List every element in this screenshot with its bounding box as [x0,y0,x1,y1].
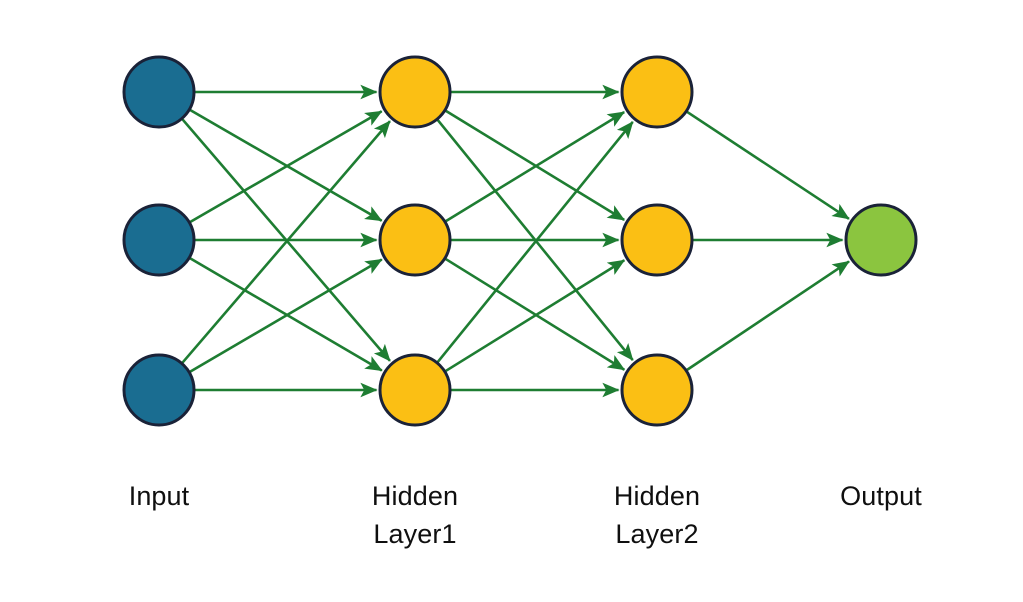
connection-edge [188,256,383,372]
edges-group [181,84,850,398]
connection-edge [444,109,626,222]
connection-edge [685,110,850,220]
connection-edge [189,110,383,224]
layer-label-line: Hidden [372,481,458,511]
neuron-node-h2_1[interactable] [620,55,694,129]
neuron-node-h1_3[interactable] [378,353,452,427]
layer-label-line: Hidden [614,481,700,511]
connection-edge [188,258,383,374]
neuron-node-i3[interactable] [122,353,196,427]
neuron-node-i2[interactable] [122,203,196,277]
neuron-node-h1_1[interactable] [378,55,452,129]
connection-edge [444,259,626,373]
neuron-node-h1_2[interactable] [378,203,452,277]
neuron-node-o1[interactable] [844,203,918,277]
layer-label-line: Layer1 [373,519,456,549]
connection-edge [181,120,391,364]
connection-edge [444,110,626,223]
connection-edge [436,121,634,364]
layer-label-line: Output [840,481,922,511]
neuron-node-h2_3[interactable] [620,353,694,427]
layer-label-input: Input [129,481,190,511]
layer-label-line: Layer2 [615,519,698,549]
neuron-node-i1[interactable] [122,55,196,129]
layer-label-line: Input [129,481,190,511]
connection-edge [685,260,850,372]
connection-edge [444,257,626,371]
layer-label-output: Output [840,481,922,511]
neuron-node-h2_2[interactable] [620,203,694,277]
nodes-group [122,55,918,427]
